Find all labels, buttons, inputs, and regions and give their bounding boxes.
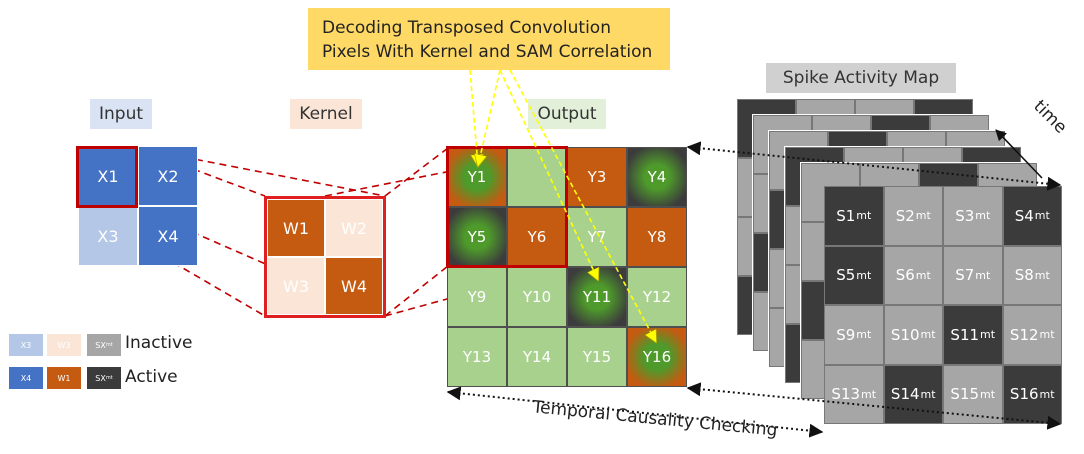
output-cell: Y9 <box>447 267 507 327</box>
output-cell: Y3 <box>567 147 627 207</box>
output-cell: Y12 <box>627 267 687 327</box>
legend-kernel-active: W1 <box>46 366 82 390</box>
legend-kernel-inactive: W3 <box>46 333 82 357</box>
input-label: Input <box>90 99 152 129</box>
input-cell: X4 <box>138 206 198 266</box>
output-label: Output <box>528 99 606 129</box>
output-cell: Y4 <box>627 147 687 207</box>
output-cell: Y7 <box>567 207 627 267</box>
kernel-label: Kernel <box>290 99 362 129</box>
output-cell: Y13 <box>447 327 507 387</box>
legend-active-label: Active <box>125 367 178 387</box>
kernel-cell: W4 <box>325 257 383 315</box>
kernel-cell: W2 <box>325 199 383 257</box>
callout-line-1: Decoding Transposed Convolution <box>322 18 611 38</box>
spike-map-label: Spike Activity Map <box>766 63 956 93</box>
legend-input-inactive: X3 <box>8 333 44 357</box>
output-cell: Y16 <box>627 327 687 387</box>
output-cell: Y14 <box>507 327 567 387</box>
input-cell: X3 <box>78 206 138 266</box>
legend-inactive-label: Inactive <box>125 333 193 353</box>
output-cell: Y8 <box>627 207 687 267</box>
kernel-cell: W1 <box>267 199 325 257</box>
legend-input-active: X4 <box>8 366 44 390</box>
output-highlight <box>446 146 568 268</box>
kernel-cell: W3 <box>267 257 325 315</box>
input-cell: X1 <box>78 146 138 206</box>
output-cell: Y11 <box>567 267 627 327</box>
output-cell: Y15 <box>567 327 627 387</box>
output-cell: Y10 <box>507 267 567 327</box>
input-highlight <box>76 146 138 208</box>
callout-line-2: Pixels With Kernel and SAM Correlation <box>322 42 653 62</box>
input-cell: X2 <box>138 146 198 206</box>
decoding-callout: Decoding Transposed Convolution Pixels W… <box>308 8 670 70</box>
output-cell: Y5 <box>447 207 507 267</box>
